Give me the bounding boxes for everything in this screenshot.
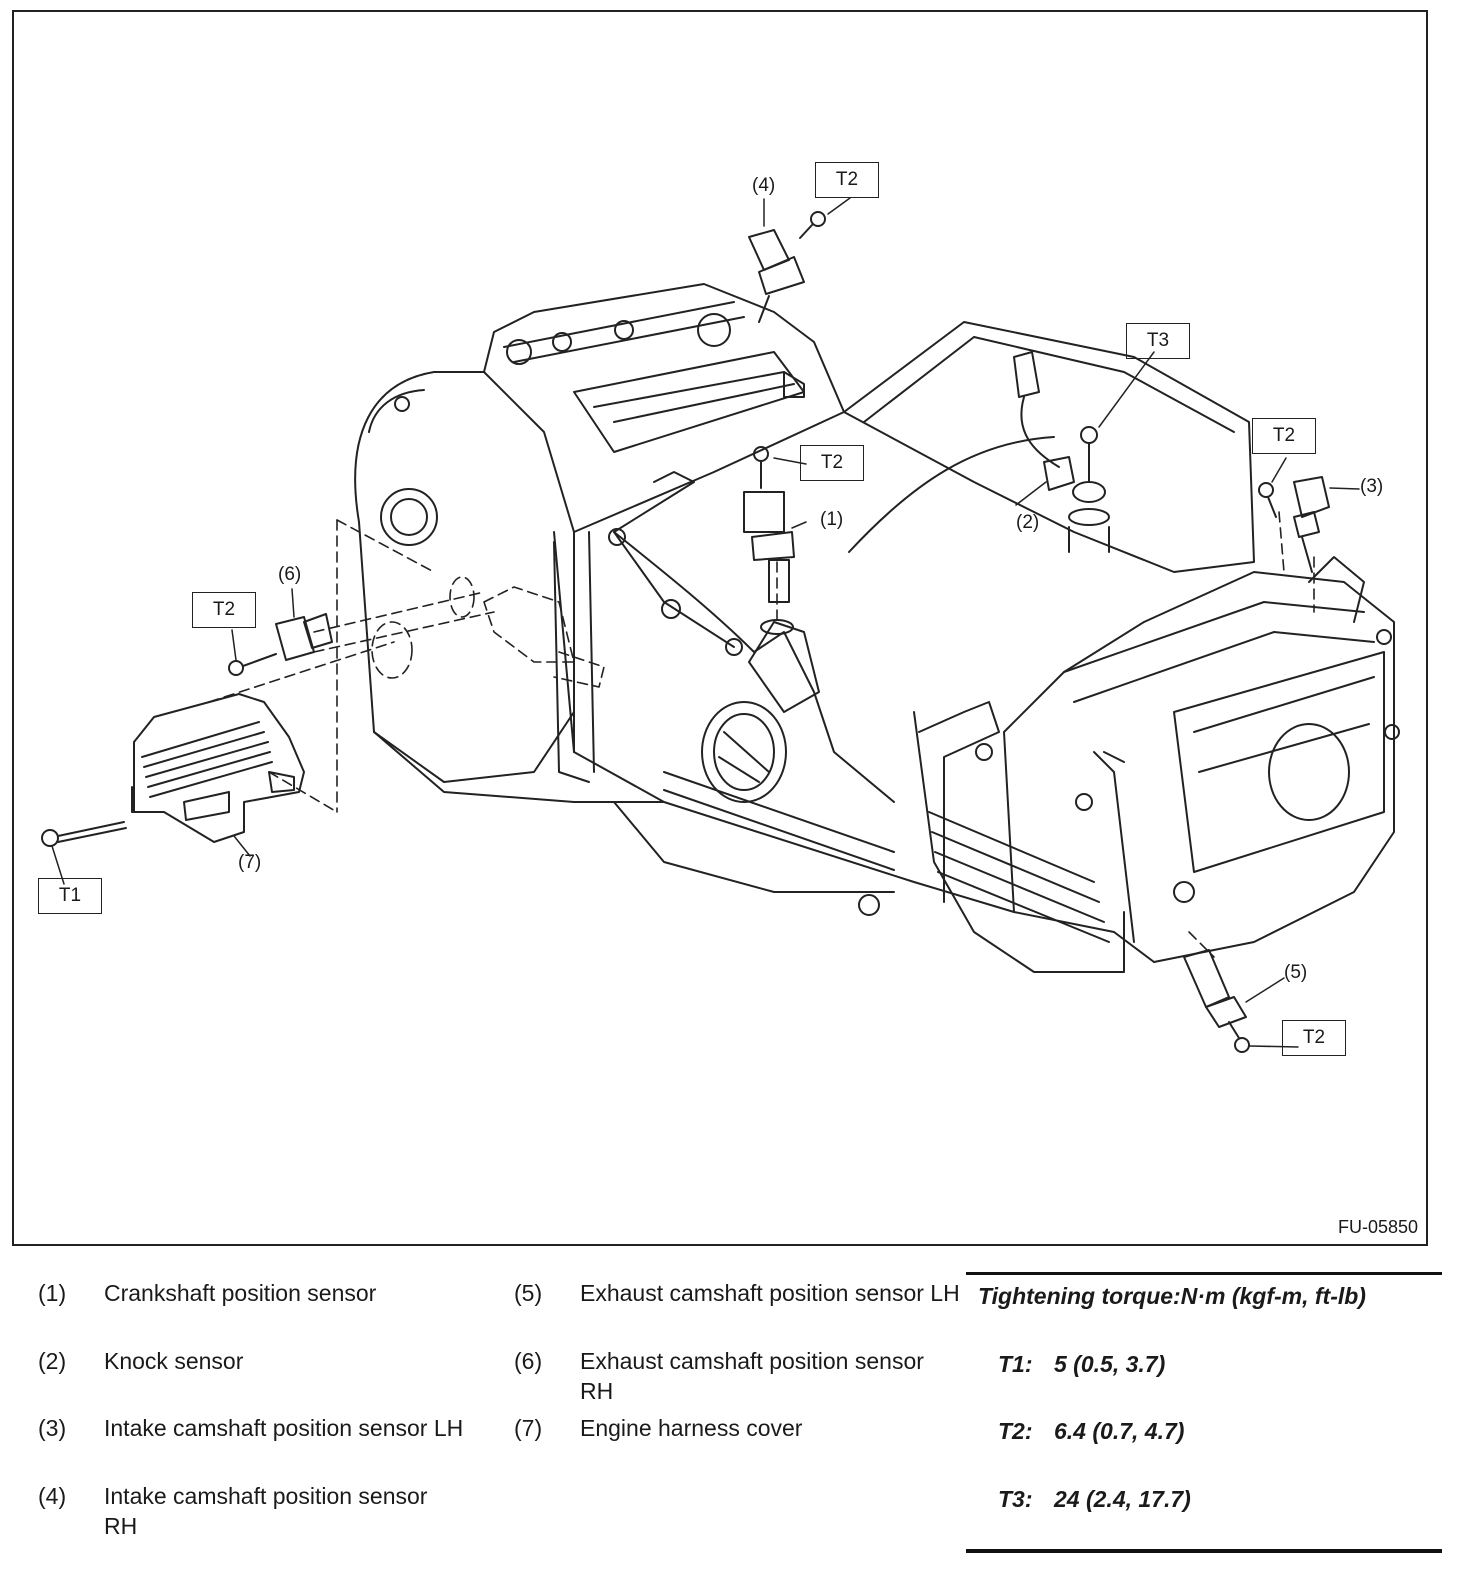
callout-6: (6) [278,564,302,585]
legend-number: (2) [38,1348,67,1374]
torque-tag-t2-right: T2 [1252,418,1316,454]
torque-value: 6.4 (0.7, 4.7) [1054,1418,1185,1444]
torque-tag-t3: T3 [1126,323,1190,359]
bolt-exhaust-cam-lh [1228,1021,1250,1053]
callout-1: (1) [820,509,844,530]
torque-table: Tightening torque:N·m (kgf-m, ft-lb) T1:… [966,1272,1442,1553]
legend-text: Exhaust camshaft position sensor LH [580,1280,960,1306]
assembly-dashed-lines [208,511,1315,958]
legend-text: Knock sensor [104,1348,244,1374]
sensor-intake-cam-lh [1293,476,1330,573]
legend-number: (6) [514,1348,543,1374]
torque-tag-label: T2 [1272,425,1296,446]
sensor-exhaust-cam-rh [275,613,333,661]
legend-number: (7) [514,1415,543,1441]
callout-5: (5) [1284,962,1308,983]
torque-row-t1: T1: 5 (0.5, 3.7) [998,1351,1165,1378]
torque-tag-label: T2 [1302,1027,1326,1048]
legend-text: Engine harness cover [580,1415,803,1441]
engine-drawing [41,197,1400,1053]
legend-text: Intake camshaft position sensor RH [104,1483,428,1539]
figure-code: FU-05850 [1337,1217,1418,1237]
legend-number: (5) [514,1280,543,1306]
legend-number: (4) [38,1483,67,1509]
torque-key: T1: [998,1351,1033,1377]
torque-tag-label: T1 [58,885,82,906]
bolt-harness-cover [41,821,127,847]
legend-text: Exhaust camshaft position sensor RH [580,1348,924,1404]
legend-text: Crankshaft position sensor [104,1280,377,1306]
torque-key: T3: [998,1486,1033,1512]
callout-3: (3) [1360,476,1384,497]
torque-value: 24 (2.4, 17.7) [1054,1486,1191,1512]
sensor-intake-cam-rh [748,229,805,323]
engine-block [354,283,1400,973]
torque-tag-label: T2 [212,599,236,620]
torque-row-t3: T3: 24 (2.4, 17.7) [998,1486,1191,1513]
bolt-exhaust-cam-rh [228,653,277,676]
engine-diagram-figure: (4) (1) (2) (3) (6) (7) (5) T2 T3 T2 T2 … [12,10,1428,1246]
engine-harness-cover [131,693,305,843]
legend-number: (3) [38,1415,67,1441]
bolt-crankshaft [753,446,769,489]
torque-key: T2: [998,1418,1033,1444]
torque-tag-label: T3 [1146,330,1170,351]
sensor-crankshaft [743,491,795,635]
torque-tag-t2-bottom: T2 [1282,1020,1346,1056]
torque-tag-label: T2 [835,169,859,190]
torque-tag-t2-left: T2 [192,592,256,628]
torque-tag-label: T2 [820,452,844,473]
callout-2: (2) [1016,512,1040,533]
torque-value: 5 (0.5, 3.7) [1054,1351,1166,1377]
legend-number: (1) [38,1280,67,1306]
legend-text: Intake camshaft position sensor LH [104,1415,464,1441]
sensor-exhaust-cam-lh [1183,949,1247,1028]
callout-7: (7) [238,852,262,873]
torque-heading: Tightening torque:N·m (kgf-m, ft-lb) [978,1283,1366,1309]
torque-tag-t2-top: T2 [815,162,879,198]
torque-tag-t1: T1 [38,878,102,914]
leader-lines [51,197,1360,1048]
bolt-intake-cam-rh [799,211,826,239]
bolt-knock [1080,426,1098,483]
callout-4: (4) [752,175,776,196]
torque-tag-t2-center: T2 [800,445,864,481]
bolt-intake-cam-lh [1258,482,1277,518]
torque-row-t2: T2: 6.4 (0.7, 4.7) [998,1418,1184,1445]
